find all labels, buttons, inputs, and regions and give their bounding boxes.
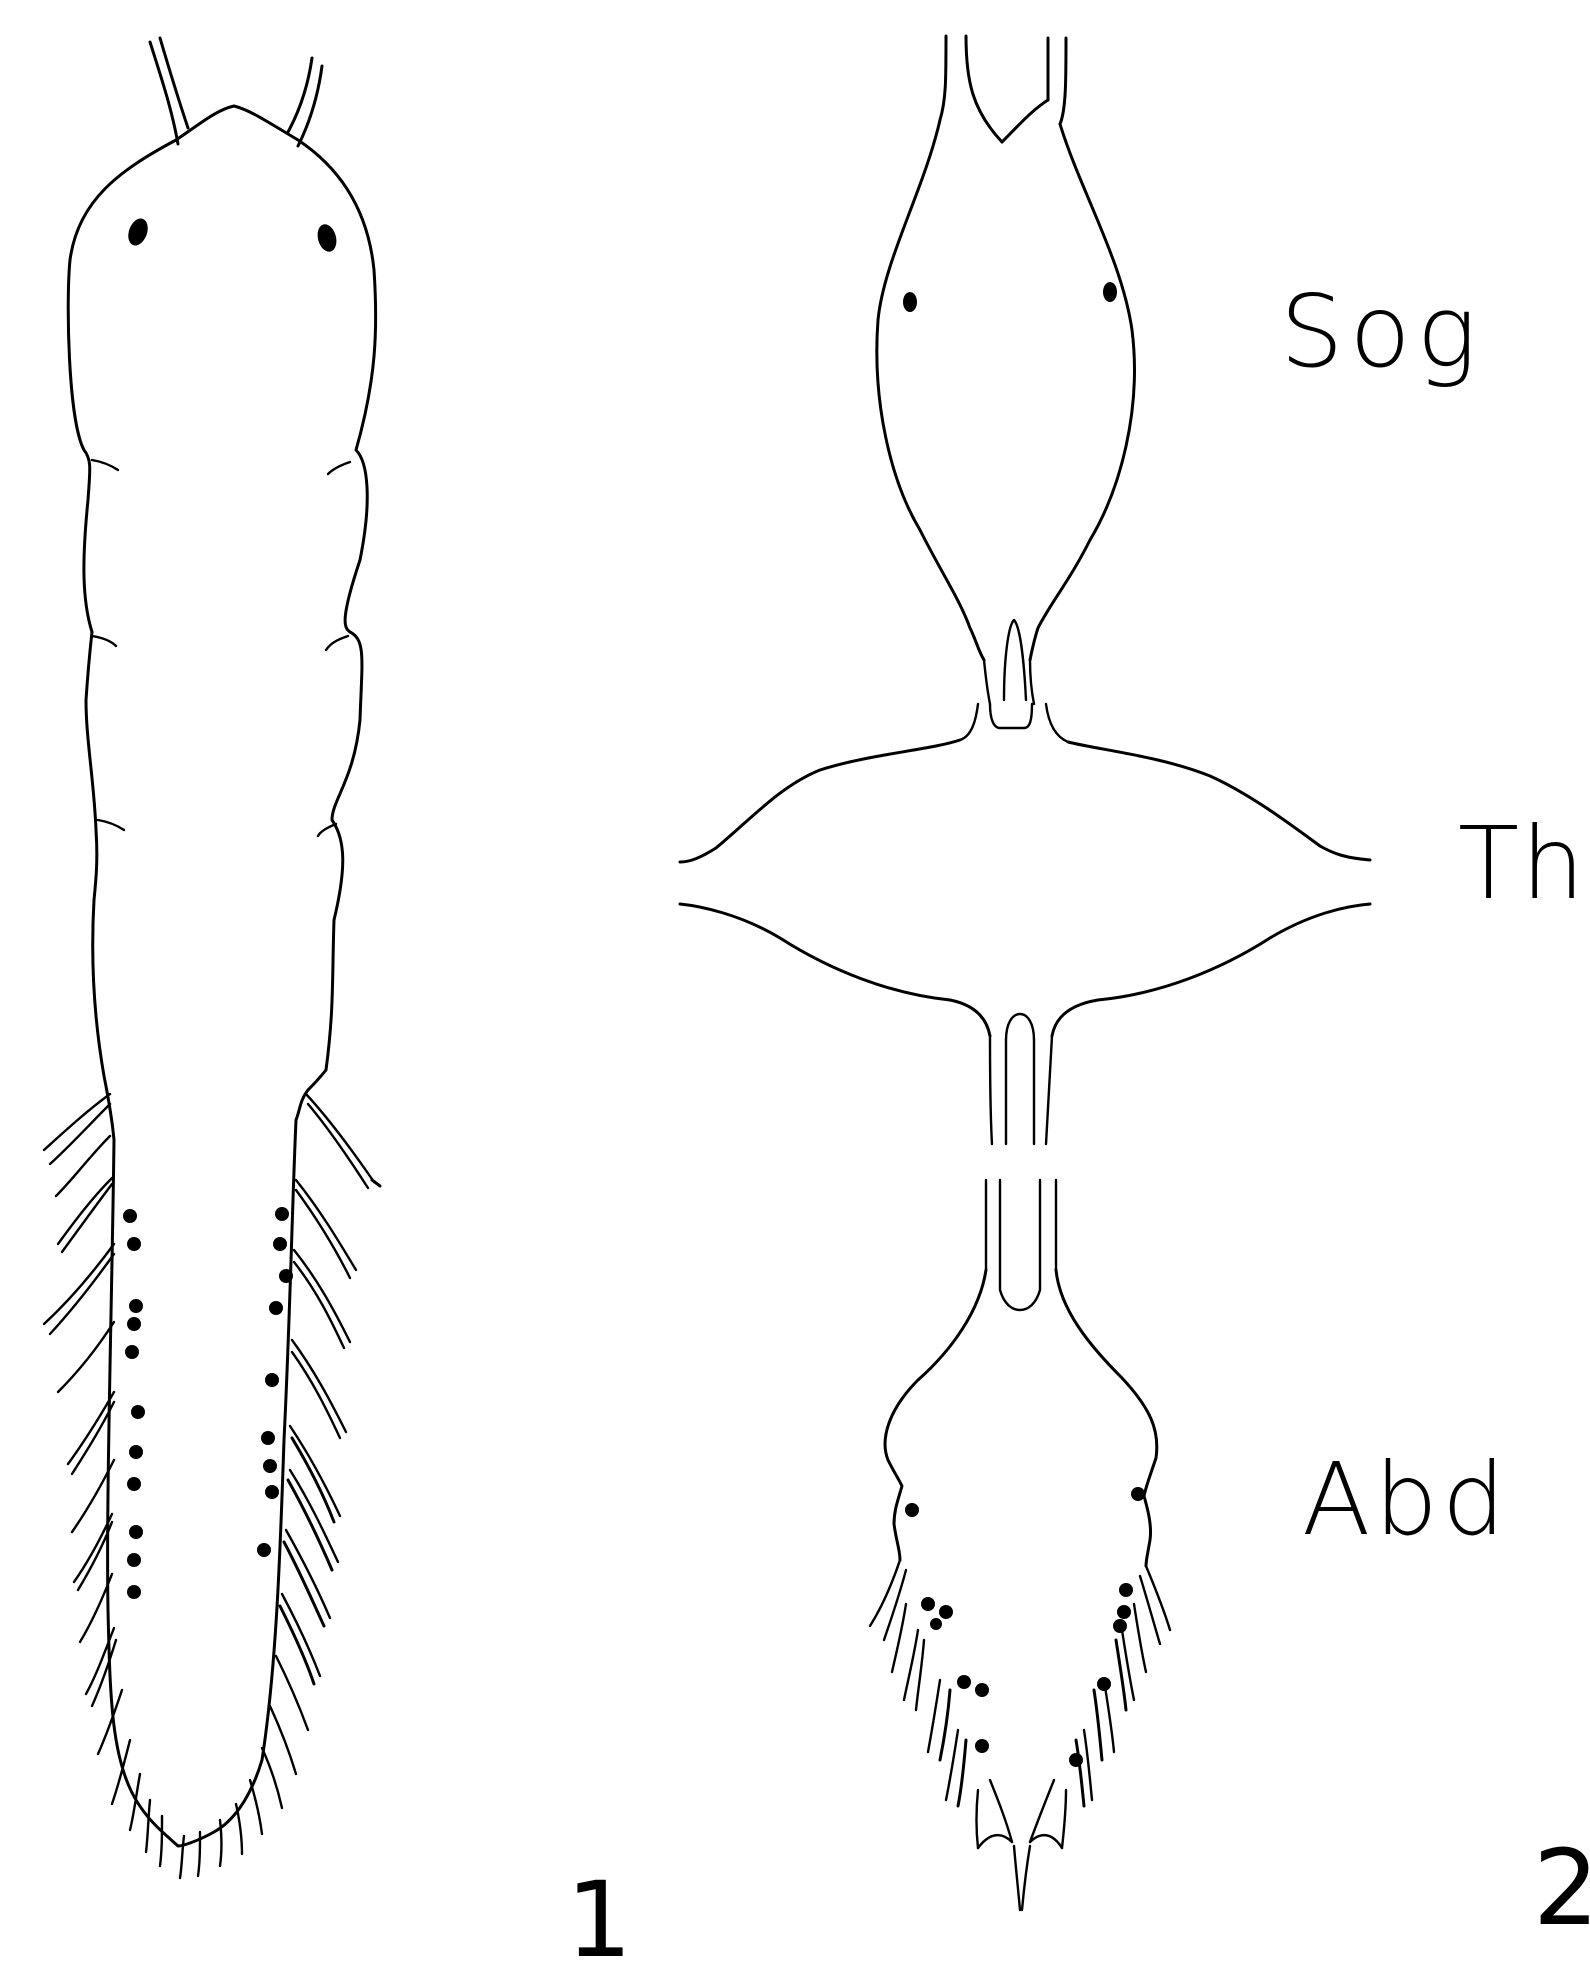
larva-setae-left xyxy=(44,1094,162,1866)
figure-2-ganglia xyxy=(680,36,1370,1910)
larva-spots xyxy=(123,1207,293,1599)
larva-segment-lines xyxy=(92,460,350,836)
sog-neck xyxy=(940,36,1066,142)
sog-ganglion xyxy=(877,120,1135,660)
abd-spots xyxy=(905,1487,1145,1767)
label-th: Th xyxy=(1458,814,1586,914)
sog-th-connective xyxy=(960,620,1068,742)
abd-ganglion xyxy=(885,1270,1157,1566)
larva-eye-right xyxy=(315,222,340,254)
figure-1-larva xyxy=(44,38,380,1878)
figure-number-2: 2 xyxy=(1533,1836,1590,1940)
larva-antennae xyxy=(150,38,322,146)
larva-eye-left xyxy=(125,216,151,248)
th-abd-connective xyxy=(986,1014,1056,1310)
sog-spot-left xyxy=(903,292,917,312)
sog-spot-right xyxy=(1103,282,1117,302)
larva-body-outline xyxy=(68,106,375,1846)
label-abd: Abd xyxy=(1302,1450,1509,1550)
th-ganglion xyxy=(680,740,1370,1036)
figure-number-1: 1 xyxy=(566,1868,632,1972)
label-sog: Sog xyxy=(1280,282,1483,382)
